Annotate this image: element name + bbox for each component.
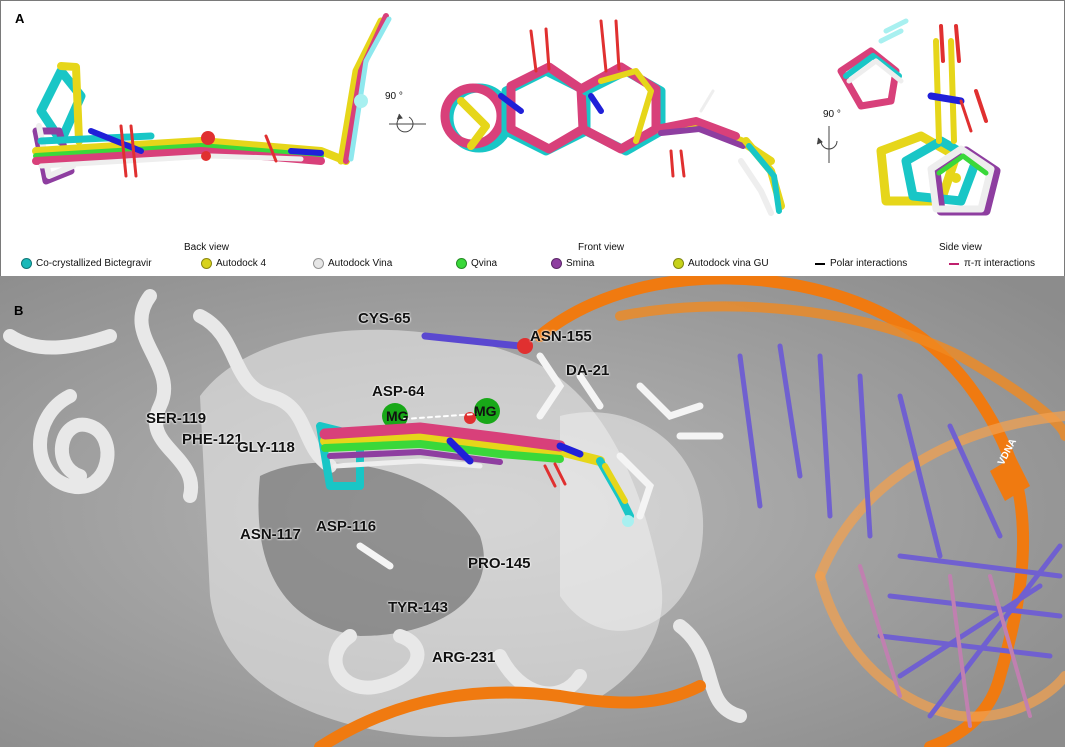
residue-label: SER-119 <box>146 410 207 427</box>
rotation-arrow-icon <box>816 126 838 163</box>
circle-icon <box>201 258 212 269</box>
dna-helix <box>314 276 1065 747</box>
residue-label: PHE-121 <box>182 431 243 448</box>
residue-label: TYR-143 <box>388 599 449 616</box>
legend-item: Autodock 4 <box>201 258 266 269</box>
circle-icon <box>673 258 684 269</box>
residue-label: ASP-116 <box>316 518 377 535</box>
legend-item: Qvina <box>456 258 497 269</box>
ligand-poses <box>316 412 634 527</box>
legend-item: Polar interactions <box>815 258 907 269</box>
legend-item: Smina <box>551 258 594 269</box>
circle-icon <box>551 258 562 269</box>
rotation-label-2: 90 ° <box>823 109 841 120</box>
panel-a: A <box>0 0 1065 278</box>
residue-label: ASN-117 <box>240 526 301 543</box>
residue-label: ASN-155 <box>530 328 592 345</box>
legend-item: Autodock vina GU <box>673 258 769 269</box>
panel-a-letter: A <box>15 11 25 26</box>
oxygen-atom <box>517 338 533 354</box>
legend-item: Co-crystallized Bictegravir <box>21 258 152 269</box>
dash-line-icon <box>949 262 959 265</box>
back-view-label: Back view <box>184 242 230 253</box>
residue-label: ARG-231 <box>432 649 496 666</box>
residue-label: DA-21 <box>566 362 610 379</box>
residue-label: CYS-65 <box>358 310 411 327</box>
back-view-render <box>32 13 392 185</box>
panel-b-letter: B <box>14 303 24 318</box>
rotation-label-1: 90 ° <box>385 91 403 102</box>
circle-icon <box>313 258 324 269</box>
mg-ion <box>382 403 408 429</box>
legend-item: Autodock Vina <box>313 258 392 269</box>
circle-icon <box>21 258 32 269</box>
residue-sticks <box>356 352 724 570</box>
residue-label: ASP-64 <box>372 383 425 400</box>
front-view-render <box>440 19 785 216</box>
panel-a-renders <box>32 13 1001 216</box>
mg-ion <box>474 398 500 424</box>
cys65-stick <box>421 332 524 350</box>
residue-label: GLY-118 <box>237 439 295 456</box>
mg-label: MG <box>474 403 497 419</box>
panel-b-render <box>0 276 1065 747</box>
legend-item: π-π interactions <box>949 258 1035 269</box>
circle-icon <box>456 258 467 269</box>
panel-b: B CYS-65 ASN-155 DA-21 ASP-64 SER-119 PH… <box>0 276 1065 747</box>
residue-label: PRO-145 <box>468 555 531 572</box>
side-view-render <box>837 18 1001 216</box>
rotation-arrow-icon <box>389 113 426 133</box>
dash-line-icon <box>815 262 825 265</box>
mg-label: MG <box>386 408 409 424</box>
front-view-label: Front view <box>578 242 625 253</box>
side-view-label: Side view <box>939 242 982 253</box>
legend: Co-crystallized Bictegravir Autodock 4 A… <box>1 256 1064 274</box>
